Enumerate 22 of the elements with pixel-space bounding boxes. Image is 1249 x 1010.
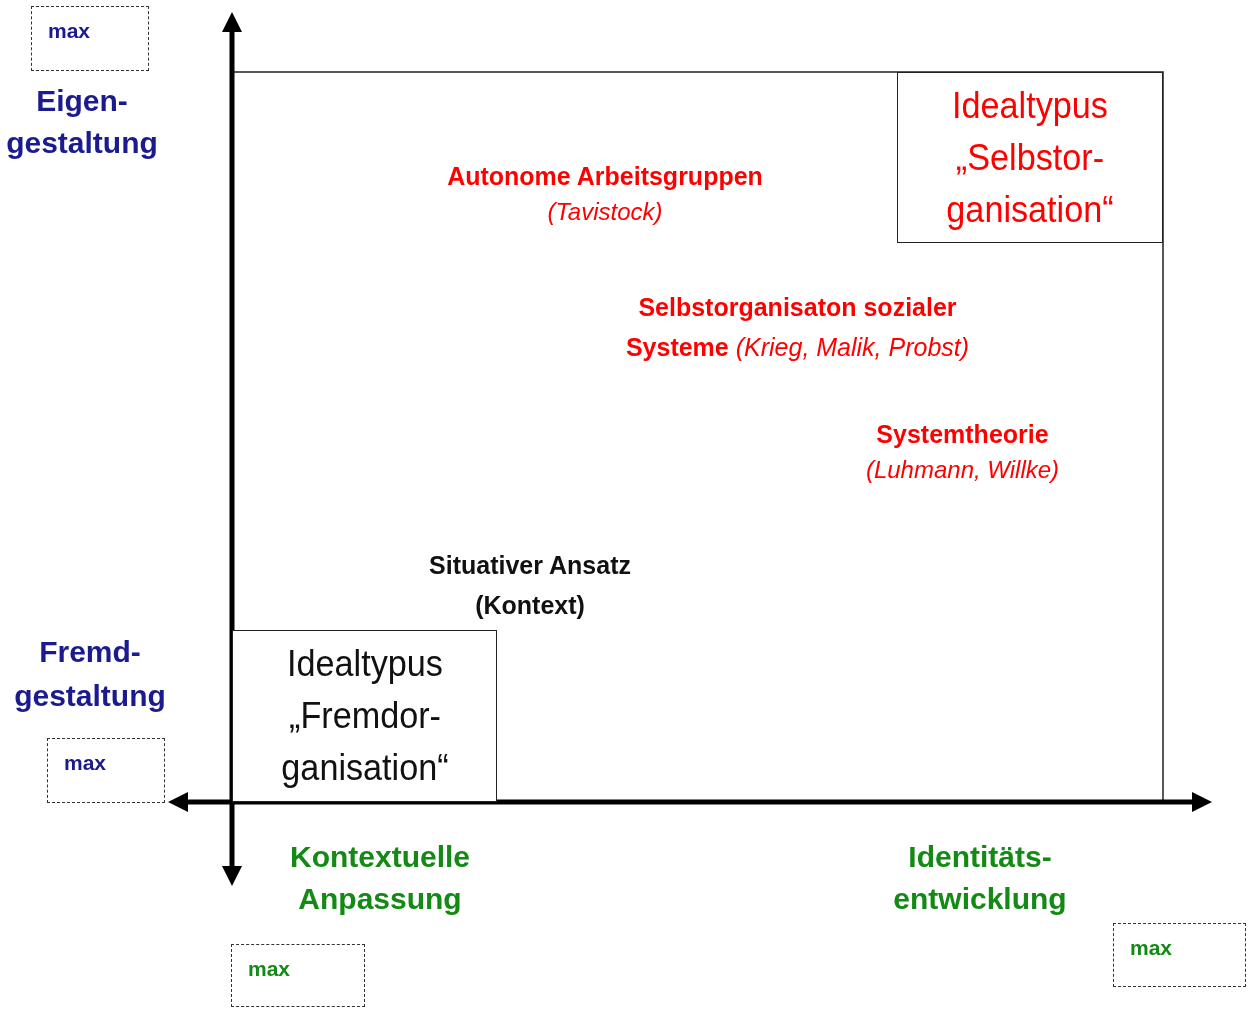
approach-label: Systemtheorie [875, 419, 1050, 450]
ideal-type-box [232, 630, 497, 802]
ideal-type-box [897, 72, 1163, 243]
author-note: (Luhmann, Willke) [864, 455, 1061, 485]
approach-label: Autonome Arbeitsgruppen [446, 161, 764, 192]
approach-label: Situativer Ansatz (Kontext) [428, 550, 632, 621]
box-title: Idealtypus „Fremdor- ganisation“ [279, 642, 450, 790]
dashed-box [1113, 923, 1246, 987]
author-note: (Tavistock) [546, 197, 664, 227]
max-label: max [48, 19, 91, 43]
dashed-box [31, 6, 149, 71]
dashed-box [47, 738, 165, 803]
box-title: Idealtypus „Selbstor- ganisation“ [945, 83, 1115, 232]
max-label: max [64, 751, 107, 775]
approach-label: Selbstorganisaton sozialer Systeme (Krieg, Malik, Probst) [624, 292, 971, 363]
axis-label: Fremd- gestaltung [13, 634, 167, 714]
dashed-box [231, 944, 365, 1007]
max-label: max [1130, 936, 1173, 960]
axis-label: Identitäts- entwicklung [892, 839, 1068, 917]
axis-label: Eigen- gestaltung [5, 83, 159, 161]
axis-label: Kontextuelle Anpassung [289, 839, 471, 917]
max-label: max [248, 957, 291, 981]
